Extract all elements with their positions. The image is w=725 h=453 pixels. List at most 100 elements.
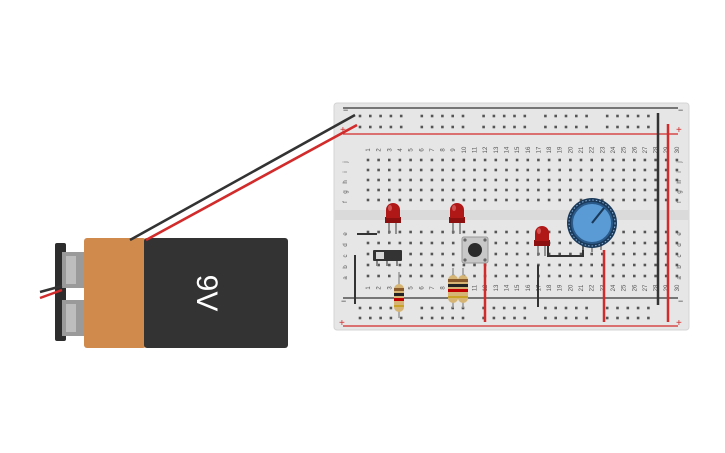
breadboard-hole[interactable] — [409, 241, 412, 245]
jumper-led3-pot[interactable] — [547, 246, 584, 257]
breadboard-hole[interactable] — [537, 178, 540, 182]
breadboard-hole[interactable] — [558, 188, 561, 192]
breadboard-hole[interactable] — [633, 241, 636, 245]
breadboard-hole[interactable] — [379, 316, 382, 320]
breadboard-hole[interactable] — [626, 316, 630, 320]
breadboard-hole[interactable] — [647, 306, 650, 310]
breadboard-hole[interactable] — [579, 158, 583, 162]
breadboard-hole[interactable] — [537, 158, 540, 162]
breadboard-hole[interactable] — [616, 316, 619, 320]
breadboard-hole[interactable] — [473, 230, 476, 234]
breadboard-hole[interactable] — [558, 230, 561, 234]
breadboard-hole[interactable] — [547, 178, 551, 182]
breadboard-hole[interactable] — [430, 263, 434, 267]
breadboard-hole[interactable] — [558, 241, 561, 245]
breadboard-hole[interactable] — [505, 263, 508, 267]
breadboard-hole[interactable] — [569, 158, 572, 162]
breadboard-hole[interactable] — [575, 125, 578, 129]
breadboard-hole[interactable] — [515, 241, 519, 245]
breadboard-hole[interactable] — [409, 188, 412, 192]
breadboard-hole[interactable] — [430, 125, 434, 129]
breadboard-hole[interactable] — [398, 263, 402, 267]
slide-switch[interactable] — [373, 250, 402, 266]
breadboard-hole[interactable] — [675, 178, 679, 182]
breadboard-hole[interactable] — [526, 188, 530, 192]
breadboard-hole[interactable] — [358, 316, 362, 320]
breadboard-hole[interactable] — [515, 168, 519, 172]
breadboard-hole[interactable] — [441, 230, 444, 234]
breadboard-hole[interactable] — [420, 316, 424, 320]
breadboard-hole[interactable] — [554, 125, 557, 129]
breadboard-hole[interactable] — [590, 168, 593, 172]
breadboard-hole[interactable] — [636, 306, 640, 310]
breadboard-hole[interactable] — [513, 125, 516, 129]
breadboard-hole[interactable] — [502, 306, 506, 310]
breadboard-hole[interactable] — [675, 230, 679, 234]
breadboard-hole[interactable] — [675, 274, 679, 278]
breadboard-hole[interactable] — [366, 178, 370, 182]
breadboard-hole[interactable] — [675, 168, 679, 172]
breadboard-hole[interactable] — [430, 241, 434, 245]
breadboard-hole[interactable] — [430, 316, 434, 320]
breadboard-hole[interactable] — [388, 168, 391, 172]
breadboard-hole[interactable] — [515, 274, 519, 278]
breadboard-hole[interactable] — [654, 263, 657, 267]
breadboard-hole[interactable] — [515, 198, 519, 202]
breadboard-hole[interactable] — [494, 274, 498, 278]
breadboard-hole[interactable] — [473, 274, 476, 278]
breadboard-hole[interactable] — [611, 263, 615, 267]
breadboard-hole[interactable] — [643, 168, 647, 172]
breadboard-hole[interactable] — [526, 168, 530, 172]
breadboard-hole[interactable] — [492, 316, 496, 320]
breadboard-hole[interactable] — [409, 230, 412, 234]
led-3[interactable] — [534, 226, 550, 256]
breadboard-hole[interactable] — [643, 198, 647, 202]
breadboard-hole[interactable] — [626, 114, 630, 118]
breadboard-hole[interactable] — [505, 198, 508, 202]
breadboard-hole[interactable] — [369, 306, 372, 310]
breadboard-hole[interactable] — [675, 198, 679, 202]
battery-9v[interactable]: 9V — [55, 238, 288, 348]
breadboard-hole[interactable] — [523, 306, 527, 310]
breadboard-hole[interactable] — [611, 158, 615, 162]
breadboard-hole[interactable] — [398, 241, 402, 245]
breadboard-hole[interactable] — [513, 114, 516, 118]
breadboard-hole[interactable] — [462, 198, 466, 202]
breadboard-hole[interactable] — [544, 114, 547, 118]
breadboard-hole[interactable] — [451, 263, 455, 267]
breadboard-hole[interactable] — [388, 198, 391, 202]
breadboard-hole[interactable] — [616, 114, 619, 118]
breadboard-hole[interactable] — [483, 158, 487, 162]
breadboard-hole[interactable] — [526, 198, 530, 202]
breadboard-hole[interactable] — [409, 252, 412, 256]
breadboard-hole[interactable] — [515, 178, 519, 182]
breadboard-hole[interactable] — [569, 178, 572, 182]
breadboard-hole[interactable] — [377, 158, 380, 162]
breadboard-hole[interactable] — [544, 306, 547, 310]
breadboard-hole[interactable] — [494, 168, 498, 172]
breadboard-hole[interactable] — [579, 188, 583, 192]
breadboard-hole[interactable] — [462, 188, 466, 192]
breadboard-hole[interactable] — [547, 263, 551, 267]
breadboard-hole[interactable] — [544, 316, 547, 320]
breadboard-hole[interactable] — [451, 198, 455, 202]
breadboard-hole[interactable] — [605, 114, 609, 118]
breadboard-hole[interactable] — [590, 263, 593, 267]
led-1[interactable] — [385, 203, 401, 234]
breadboard-hole[interactable] — [579, 274, 583, 278]
breadboard-hole[interactable] — [389, 114, 393, 118]
breadboard-hole[interactable] — [409, 158, 412, 162]
breadboard-hole[interactable] — [398, 230, 402, 234]
breadboard-hole[interactable] — [369, 114, 372, 118]
breadboard-hole[interactable] — [389, 316, 393, 320]
breadboard-hole[interactable] — [622, 230, 625, 234]
breadboard-hole[interactable] — [537, 168, 540, 172]
breadboard-hole[interactable] — [647, 125, 650, 129]
breadboard-hole[interactable] — [419, 168, 423, 172]
breadboard-hole[interactable] — [461, 125, 465, 129]
breadboard-hole[interactable] — [430, 306, 434, 310]
breadboard-hole[interactable] — [451, 168, 455, 172]
breadboard-hole[interactable] — [654, 188, 657, 192]
breadboard-hole[interactable] — [492, 125, 496, 129]
breadboard-hole[interactable] — [366, 274, 370, 278]
